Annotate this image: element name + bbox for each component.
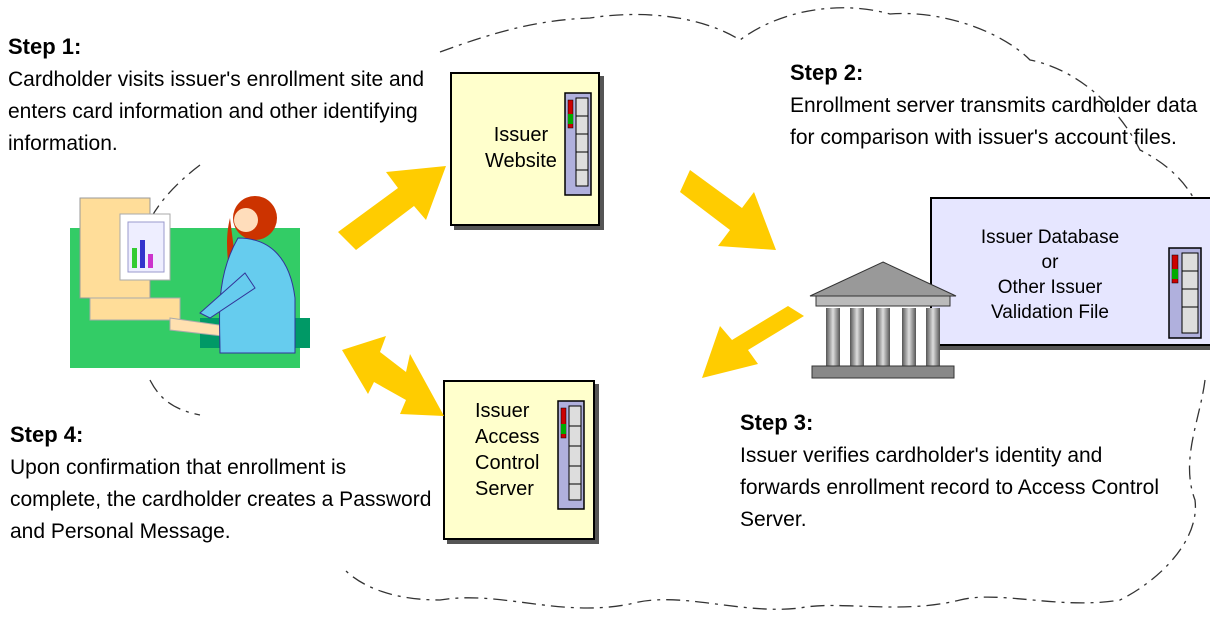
step-4-text: Upon confirmation that enrollment is com… <box>10 456 432 543</box>
arrow-step4-icon <box>342 336 444 416</box>
arrow-step1-icon <box>338 166 446 250</box>
step-1-text: Cardholder visits issuer's enrollment si… <box>8 68 425 155</box>
issuer-acs-line3: Control <box>475 452 540 474</box>
issuer-database-box: Issuer Database or Other Issuer Validati… <box>930 197 1210 346</box>
issuer-acs-line4: Server <box>475 478 534 500</box>
issuer-acs-box: Issuer Access Control Server <box>443 380 595 540</box>
arrow-step3-icon <box>702 306 804 378</box>
issuer-website-label: Issuer Website <box>485 122 557 174</box>
issuer-database-line3: Other Issuer <box>997 277 1103 298</box>
step-3-title: Step 3: <box>740 410 814 435</box>
step-2-title: Step 2: <box>790 60 864 85</box>
step-1: Step 1: Cardholder visits issuer's enrol… <box>8 34 448 160</box>
server-tower-icon <box>557 400 585 510</box>
issuer-website-box: Issuer Website <box>450 72 600 226</box>
step-1-title: Step 1: <box>8 34 82 59</box>
issuer-acs-label: Issuer Access Control Server <box>475 398 539 502</box>
step-4-title: Step 4: <box>10 422 84 447</box>
issuer-website-line1: Issuer <box>493 124 549 146</box>
step-2-text: Enrollment server transmits cardholder d… <box>790 94 1198 149</box>
issuer-database-line2: or <box>1041 252 1059 273</box>
issuer-acs-line1: Issuer <box>475 400 530 422</box>
step-4: Step 4: Upon confirmation that enrollmen… <box>10 422 440 548</box>
bank-building-icon <box>809 261 957 379</box>
server-tower-icon <box>564 92 592 196</box>
issuer-database-line1: Issuer Database <box>980 227 1120 248</box>
step-3: Step 3: Issuer verifies cardholder's ide… <box>740 410 1180 536</box>
step-2: Step 2: Enrollment server transmits card… <box>790 60 1200 154</box>
step-3-text: Issuer verifies cardholder's identity an… <box>740 444 1160 531</box>
person-at-computer-icon <box>70 196 310 368</box>
issuer-website-line2: Website <box>485 150 557 172</box>
issuer-acs-line2: Access <box>475 426 540 448</box>
issuer-database-label: Issuer Database or Other Issuer Validati… <box>960 225 1140 325</box>
server-tower-icon <box>1168 247 1202 339</box>
arrow-step2-icon <box>680 170 776 250</box>
issuer-database-line4: Validation File <box>991 302 1109 323</box>
